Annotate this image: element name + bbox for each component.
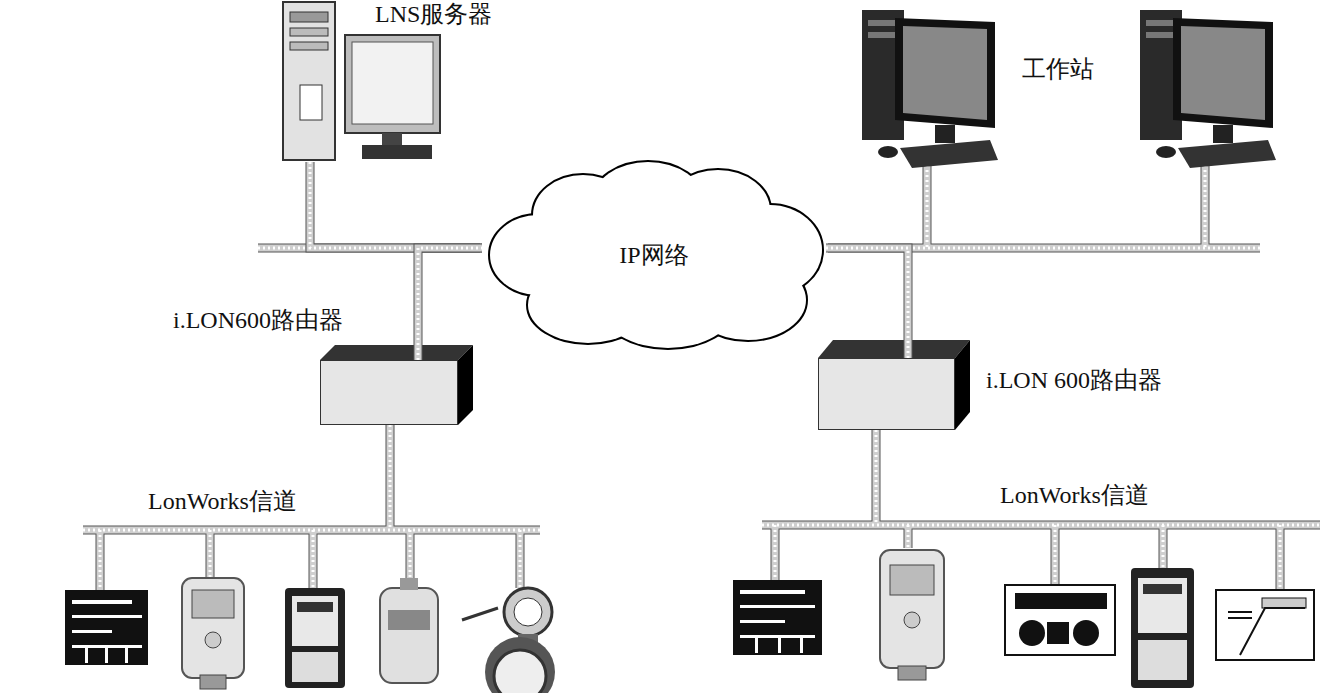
server-label: LNS服务器 bbox=[375, 0, 492, 29]
workstation-icon bbox=[862, 10, 998, 168]
router-label: i.LON 600路由器 bbox=[986, 366, 1162, 395]
network-label: IP网络 bbox=[619, 241, 688, 270]
router-box: i.LON600路由器 bbox=[320, 360, 458, 425]
link-stroke bbox=[310, 162, 482, 248]
sensor-box bbox=[1216, 590, 1314, 660]
router-label: i.LON600路由器 bbox=[173, 306, 343, 335]
link-stroke bbox=[418, 248, 482, 360]
network-cloud: IP网络 bbox=[478, 160, 830, 350]
flowmeter bbox=[462, 588, 555, 693]
network-link bbox=[418, 248, 482, 360]
gas-detector bbox=[880, 550, 944, 680]
panel-meter bbox=[733, 580, 822, 655]
link-stroke bbox=[418, 248, 482, 360]
network-link bbox=[826, 248, 908, 358]
gas-meter bbox=[380, 578, 438, 683]
network-link bbox=[310, 162, 482, 248]
channel-label: LonWorks信道 bbox=[1000, 481, 1149, 510]
link-stroke bbox=[826, 248, 908, 358]
router-box: i.LON 600路由器 bbox=[818, 358, 955, 430]
gas-detector bbox=[182, 578, 244, 689]
controller-device bbox=[1005, 585, 1115, 655]
electric-meter bbox=[1131, 568, 1194, 688]
panel-meter bbox=[65, 590, 148, 665]
link-stroke bbox=[826, 248, 908, 358]
bus-wires bbox=[83, 165, 1320, 590]
channel-label: LonWorks信道 bbox=[148, 487, 297, 516]
link-stroke bbox=[310, 162, 482, 248]
server-node: LNS服务器 bbox=[280, 0, 530, 162]
link-stroke bbox=[826, 248, 908, 358]
electric-meter bbox=[285, 588, 345, 688]
link-stroke bbox=[418, 248, 482, 360]
workstation-label: 工作站 bbox=[1022, 55, 1094, 84]
workstation-icon bbox=[1140, 10, 1276, 168]
link-stroke bbox=[310, 162, 482, 248]
